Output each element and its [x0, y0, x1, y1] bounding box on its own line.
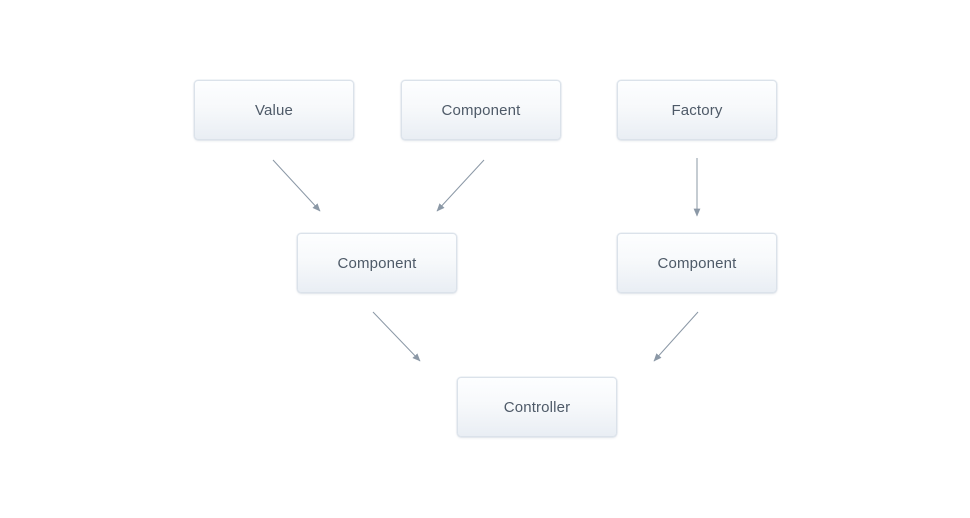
edge-value-to-component2	[272, 159, 321, 212]
node-label-component-2: Component	[337, 254, 417, 272]
edge-component1-to-component2	[436, 159, 485, 212]
edge-component2-to-controller	[372, 311, 421, 362]
edge-component3-to-controller	[653, 311, 699, 362]
node-label-controller: Controller	[503, 398, 571, 416]
node-component-3[interactable]: Component	[617, 233, 777, 293]
node-label-component-1: Component	[441, 101, 521, 119]
node-component-1[interactable]: Component	[401, 80, 561, 140]
node-component-2[interactable]: Component	[297, 233, 457, 293]
node-label-component-3: Component	[657, 254, 737, 272]
node-label-value: Value	[254, 101, 293, 119]
node-value[interactable]: Value	[194, 80, 354, 140]
node-factory[interactable]: Factory	[617, 80, 777, 140]
node-controller[interactable]: Controller	[457, 377, 617, 437]
node-label-factory: Factory	[671, 101, 723, 119]
